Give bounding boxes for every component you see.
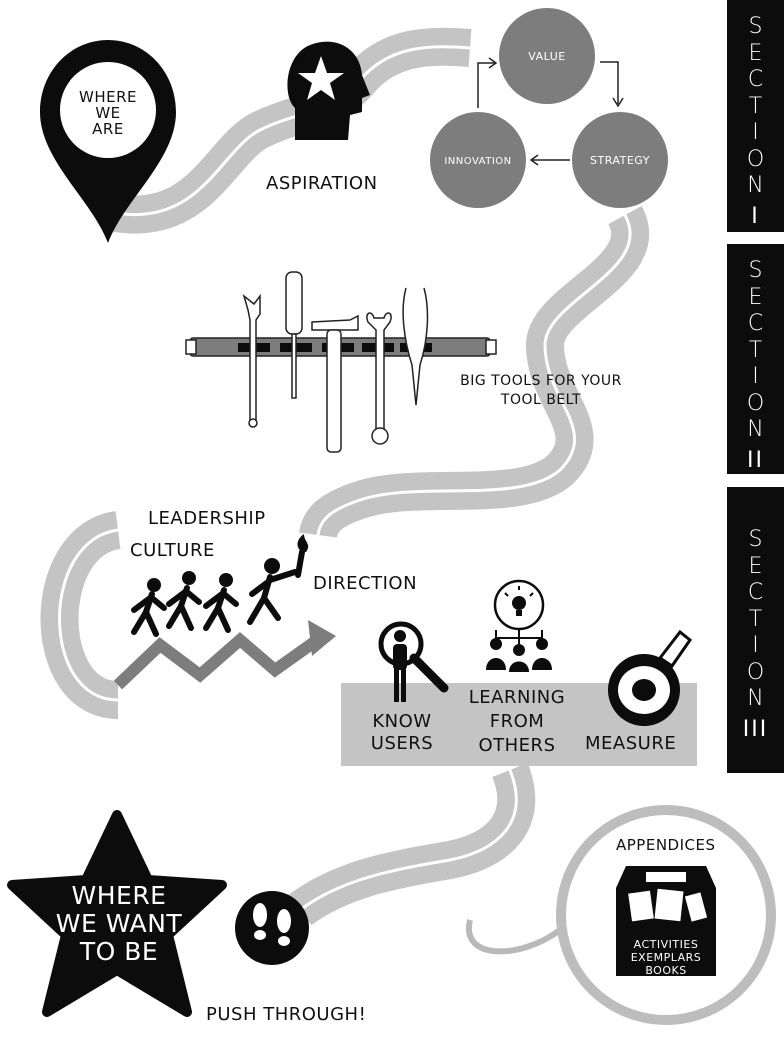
letter: C (747, 311, 764, 336)
learning-line-2: FROM (489, 711, 545, 732)
letter: T (748, 606, 763, 632)
letter: E (748, 40, 763, 66)
section-tab-letters: S E C T I O N (727, 0, 784, 200)
know-users-line-2: USERS (370, 733, 434, 754)
appendix-item: EXEMPLARS (630, 951, 702, 964)
strategy-text: STRATEGY (590, 154, 650, 167)
pliers-icon (402, 287, 429, 406)
push-through-label: PUSH THROUGH! (206, 1004, 367, 1025)
letter: N (747, 417, 764, 442)
adjustable-wrench-icon (242, 293, 261, 421)
aspiration-label: ASPIRATION (266, 173, 378, 194)
start-pin-line-1: WHERE (79, 88, 137, 106)
appendix-item: BOOKS (645, 964, 687, 977)
letter: E (748, 553, 763, 579)
magnifier-person-icon (378, 621, 449, 702)
lightbulb-team-icon (486, 579, 552, 672)
measure-label: MEASURE (585, 733, 677, 754)
section-tab-numeral: III (742, 716, 769, 742)
start-pin-line-3: ARE (92, 120, 124, 138)
letter: C (747, 580, 764, 605)
section-tab-letters: S E C T I O N (727, 487, 784, 713)
leadership-label: LEADERSHIP (148, 508, 266, 529)
innovation-circle (430, 112, 526, 208)
strategy-circle (572, 112, 668, 208)
letter: O (746, 146, 765, 172)
appendices-title: APPENDICES (616, 836, 716, 854)
road-trail-appendices (465, 919, 562, 955)
start-pin-line-2: WE (95, 104, 121, 122)
letter: S (748, 527, 763, 552)
learning-line-1: LEARNING (468, 687, 566, 708)
measuring-tape-icon (608, 629, 693, 726)
value-circle (499, 8, 595, 104)
know-users-line-1: KNOW (372, 711, 432, 732)
letter: N (747, 686, 764, 711)
section-tab-letters: S E C T I O N (727, 244, 784, 444)
hammer-icon (311, 314, 359, 331)
learning-line-3: OTHERS (478, 735, 556, 756)
letter: O (746, 659, 765, 685)
innovation-text: INNOVATION (444, 156, 511, 167)
letter: I (752, 633, 759, 658)
letter: E (748, 284, 763, 310)
toolbox-icon (616, 866, 716, 976)
value-text: VALUE (528, 50, 565, 63)
arrow-innovation-value (477, 62, 495, 108)
letter: N (747, 173, 764, 198)
letter: I (752, 120, 759, 145)
direction-label: DIRECTION (313, 573, 418, 594)
letter: I (752, 364, 759, 389)
learning-label: LEARNING FROM OTHERS (455, 686, 579, 758)
torch-flame-icon (297, 534, 309, 552)
know-users-label: KNOW USERS (361, 711, 443, 755)
section-tab-numeral: I (751, 203, 760, 229)
direction-arrow (113, 632, 324, 690)
letter: T (748, 337, 763, 363)
letter: S (748, 14, 763, 39)
section-tab-1[interactable]: S E C T I O N I (727, 0, 784, 232)
section-tab-2[interactable]: S E C T I O N II (727, 244, 784, 474)
goal-star-line-2: WE WANT (55, 909, 183, 938)
culture-label: CULTURE (130, 540, 215, 561)
letter: T (748, 93, 763, 119)
appendices-items: ACTIVITIES EXEMPLARS BOOKS (616, 938, 716, 977)
appendix-item: ACTIVITIES (633, 938, 699, 951)
section-tab-3[interactable]: S E C T I O N III (727, 487, 784, 773)
tools-label-line-2: TOOL BELT (500, 392, 582, 408)
letter: C (747, 67, 764, 92)
letter: O (746, 390, 765, 416)
letter: S (748, 258, 763, 283)
goal-star-line-1: WHERE (71, 881, 167, 910)
tools-label-line-1: BIG TOOLS FOR YOUR (460, 373, 622, 389)
goal-star-line-3: TO BE (79, 937, 159, 966)
spanner-icon (366, 312, 392, 431)
arrow-value-strategy (600, 61, 619, 104)
section-tab-numeral: II (747, 447, 764, 473)
start-pin-label: WHERE WE ARE (60, 89, 156, 137)
goal-star-label: WHERE WE WANT TO BE (52, 882, 186, 966)
tools-label: BIG TOOLS FOR YOUR TOOL BELT (446, 372, 636, 410)
